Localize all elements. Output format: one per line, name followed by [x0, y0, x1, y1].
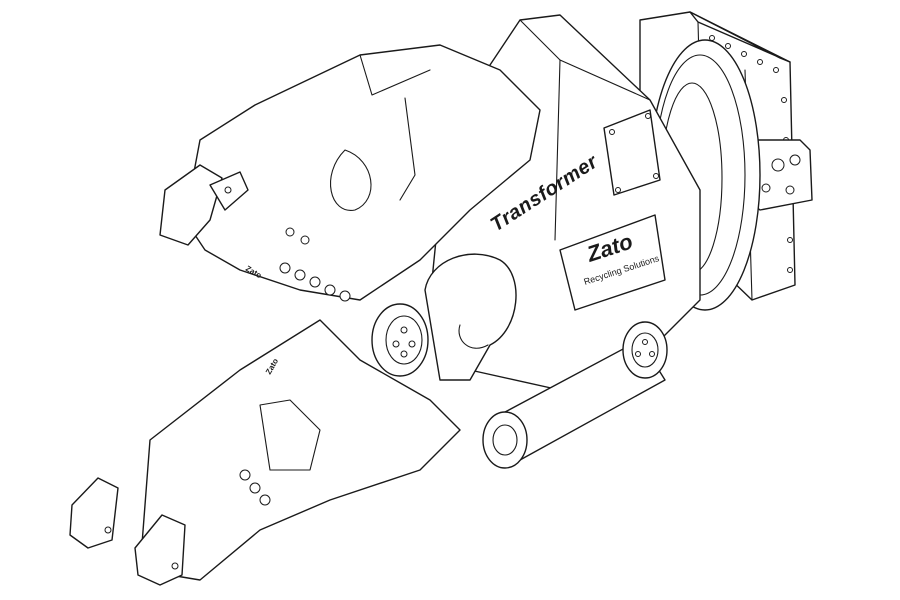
lower-jaw: Zato: [139, 319, 461, 581]
cylinder-arm: [482, 321, 668, 469]
lower-teeth-left: [69, 477, 119, 549]
logo-cover: Zato Recycling Solutions: [559, 214, 666, 311]
link-hook: [424, 253, 517, 381]
lower-jaw-bolts: [239, 469, 271, 506]
name-plate: [603, 109, 661, 196]
upper-jaw: Zato: [184, 44, 541, 302]
main-pivot: [371, 303, 429, 377]
upper-jaw-bolts: [279, 262, 351, 302]
lower-teeth-right: [134, 514, 186, 586]
upper-teeth: [159, 164, 249, 246]
